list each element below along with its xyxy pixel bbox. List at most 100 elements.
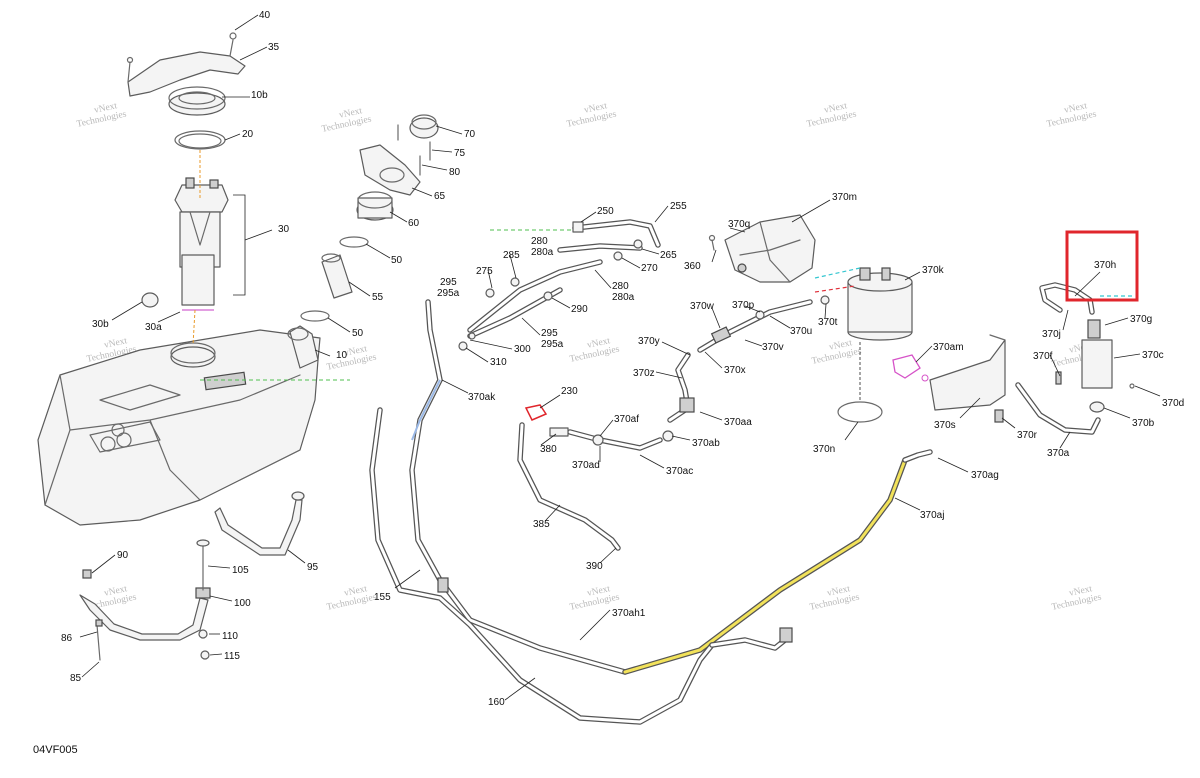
callout-label: 255 — [670, 201, 687, 212]
callout-label: 10 — [336, 350, 348, 361]
callout-label: 160 — [488, 697, 505, 708]
callout-label: 295a — [437, 288, 460, 299]
leader-lines — [79, 14, 1161, 701]
callout-label: 370ah1 — [612, 608, 646, 619]
callout-label: 370a — [1047, 448, 1070, 459]
callout-label: 90 — [117, 550, 129, 561]
watermark-text: vNext — [338, 106, 363, 121]
callout-label: 30 — [278, 224, 290, 235]
callout-label: 370r — [1017, 430, 1038, 441]
callout-label: 370k — [922, 265, 945, 276]
callout-label: 370ag — [971, 470, 999, 481]
callout-label: 370x — [724, 365, 746, 376]
callout-label: 370ac — [666, 466, 693, 477]
fuel-tank — [37, 325, 321, 526]
fuel-pump-assembly — [126, 32, 246, 346]
callout-label: 265 — [660, 250, 677, 261]
callout-label: 370z — [633, 368, 655, 379]
callout-label: 360 — [684, 261, 701, 272]
callout-label: 35 — [268, 42, 280, 53]
callout-label: 370ak — [468, 392, 496, 403]
callout-label: 390 — [586, 561, 603, 572]
watermark-text: vNext — [828, 338, 853, 353]
callout-label: 295 — [440, 277, 457, 288]
callout-label: 370y — [638, 336, 660, 347]
callout-label: 370aj — [920, 510, 944, 521]
callout-label: 370m — [832, 192, 857, 203]
callout-label: 270 — [641, 263, 658, 274]
callout-label: 280 — [531, 236, 548, 247]
callout-label: 280a — [612, 292, 635, 303]
callout-label: 310 — [490, 357, 507, 368]
watermark-text: vNext — [343, 584, 368, 599]
watermark-text: vNext — [1068, 584, 1093, 599]
callout-label: 230 — [561, 386, 578, 397]
callout-label: 370p — [732, 300, 755, 311]
filler-neck-assembly — [300, 114, 439, 322]
evap-components — [524, 214, 913, 451]
callout-label: 370n — [813, 444, 835, 455]
callout-label: 85 — [70, 673, 82, 684]
callout-label: 65 — [434, 191, 446, 202]
callout-label: 30b — [92, 319, 109, 330]
callout-label: 385 — [533, 519, 550, 530]
callout-label: 370c — [1142, 350, 1164, 361]
watermark-text: vNext — [93, 101, 118, 116]
diagram-code: 04VF005 — [33, 744, 78, 756]
callout-label: 380 — [540, 444, 557, 455]
callout-label: 115 — [224, 651, 240, 662]
callout-label: 95 — [307, 562, 319, 573]
callout-label: 300 — [514, 344, 531, 355]
callout-label: 370f — [1033, 351, 1053, 362]
watermark-text: vNext — [826, 584, 851, 599]
tank-straps — [79, 491, 793, 661]
callout-label: 370b — [1132, 418, 1155, 429]
watermark-text: vNext — [583, 101, 608, 116]
fuel-lines — [369, 299, 1101, 725]
callout-label: 370aa — [724, 417, 752, 428]
callout-label: 370j — [1042, 329, 1061, 340]
callout-label: 370d — [1162, 398, 1184, 409]
callout-label: 105 — [232, 565, 249, 576]
callout-labels: 40 35 10b 20 30 30b 30a 10 70 75 80 65 6… — [61, 10, 1184, 708]
callout-label: 370g — [1130, 314, 1152, 325]
callout-label: 370u — [790, 326, 812, 337]
callout-label: 30a — [145, 322, 162, 333]
callout-label: 110 — [222, 631, 238, 642]
callout-label: 370s — [934, 420, 956, 431]
callout-label: 55 — [372, 292, 384, 303]
highlight-box — [1065, 230, 1139, 302]
watermark-text: vNext — [343, 344, 368, 359]
callout-label: 40 — [259, 10, 271, 21]
callout-label: 280 — [612, 281, 629, 292]
callout-label: 60 — [408, 218, 420, 229]
callout-label: 295a — [541, 339, 564, 350]
callout-label: 370ab — [692, 438, 720, 449]
callout-label: 100 — [234, 598, 251, 609]
callout-label: 370v — [762, 342, 784, 353]
callout-label: 86 — [61, 633, 73, 644]
watermark-text: vNext — [103, 584, 128, 599]
callout-label: 80 — [449, 167, 461, 178]
callout-label: 280a — [531, 247, 554, 258]
callout-label: 250 — [597, 206, 614, 217]
callout-label: 155 — [374, 592, 391, 603]
callout-label: 370ad — [572, 460, 600, 471]
watermark-text: vNext — [1063, 101, 1088, 116]
callout-label: 70 — [464, 129, 476, 140]
callout-label: 370w — [690, 301, 715, 312]
callout-label: 295 — [541, 328, 558, 339]
callout-label: 370h — [1094, 260, 1116, 271]
watermark-text: vNext — [103, 336, 128, 351]
callout-label: 10b — [251, 90, 268, 101]
watermark-text: vNext — [586, 584, 611, 599]
callout-label: 50 — [391, 255, 403, 266]
callout-label: 290 — [571, 304, 588, 315]
watermark-text: vNext — [586, 336, 611, 351]
callout-label: 370t — [818, 317, 838, 328]
callout-label: 370am — [933, 342, 964, 353]
vent-hoses — [458, 219, 661, 351]
callout-label: 20 — [242, 129, 254, 140]
callout-label: 50 — [352, 328, 364, 339]
